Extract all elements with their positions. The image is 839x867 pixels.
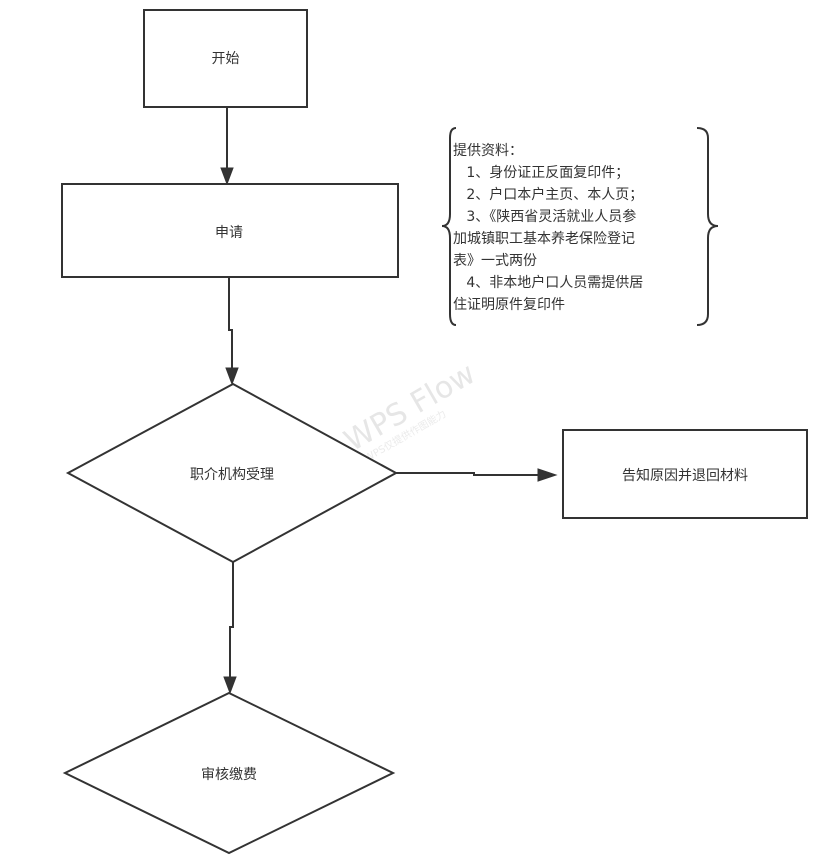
node-label: 申请 (215, 225, 243, 241)
node-label: 告知原因并退回材料 (622, 467, 748, 484)
rectangle-shape (143, 9, 308, 108)
node-reject[interactable]: 告知原因并退回材料 (562, 429, 808, 519)
arrowhead-icon (220, 167, 234, 186)
arrowhead-icon (225, 367, 239, 386)
annotation-note[interactable]: 提供资料： 1、身份证正反面复印件； 2、户口本户主页、本人页； 3、《陕西省灵… (441, 127, 719, 326)
edge-accept-to-reject[interactable] (396, 468, 558, 482)
node-apply[interactable]: 申请 (61, 183, 399, 278)
edge-line (229, 562, 234, 679)
rectangle-shape (562, 429, 808, 519)
node-review[interactable]: 审核缴费 (62, 691, 396, 855)
note-text-block: 提供资料： 1、身份证正反面复印件； 2、户口本户主页、本人页； 3、《陕西省灵… (453, 143, 643, 313)
note-line: 住证明原件复印件 (453, 296, 565, 313)
node-accept[interactable]: 职介机构受理 (65, 382, 399, 564)
edge-accept-to-review[interactable] (223, 562, 237, 695)
edge-line (228, 277, 233, 370)
note-line: 1、身份证正反面复印件； (453, 164, 629, 181)
edge-apply-to-accept[interactable] (225, 277, 239, 386)
edges (220, 107, 558, 695)
node-start[interactable]: 开始 (143, 9, 308, 108)
right-brace-icon (696, 127, 719, 326)
edge-start-to-apply[interactable] (220, 107, 234, 186)
note-line: 提供资料： (453, 143, 523, 159)
arrowhead-icon (223, 676, 237, 695)
note-line: 加城镇职工基本养老保险登记 (453, 230, 635, 247)
diamond-shape (62, 691, 396, 855)
node-label: 职介机构受理 (190, 467, 274, 483)
watermark: WPS Flow WPS仅提供作图能力 (339, 356, 482, 464)
diamond-shape (65, 382, 399, 564)
note-line: 表》一式两份 (453, 253, 537, 269)
note-line: 2、户口本户主页、本人页； (453, 186, 643, 203)
note-line: 3、《陕西省灵活就业人员参 (453, 208, 636, 225)
edge-line (396, 472, 540, 476)
rectangle-shape (61, 183, 399, 278)
watermark-main-text: WPS Flow (339, 356, 482, 459)
arrowhead-icon (537, 468, 558, 482)
node-label: 审核缴费 (201, 767, 257, 783)
left-brace-icon (441, 127, 457, 326)
node-label: 开始 (212, 51, 240, 67)
note-line: 4、非本地户口人员需提供居 (453, 274, 643, 291)
